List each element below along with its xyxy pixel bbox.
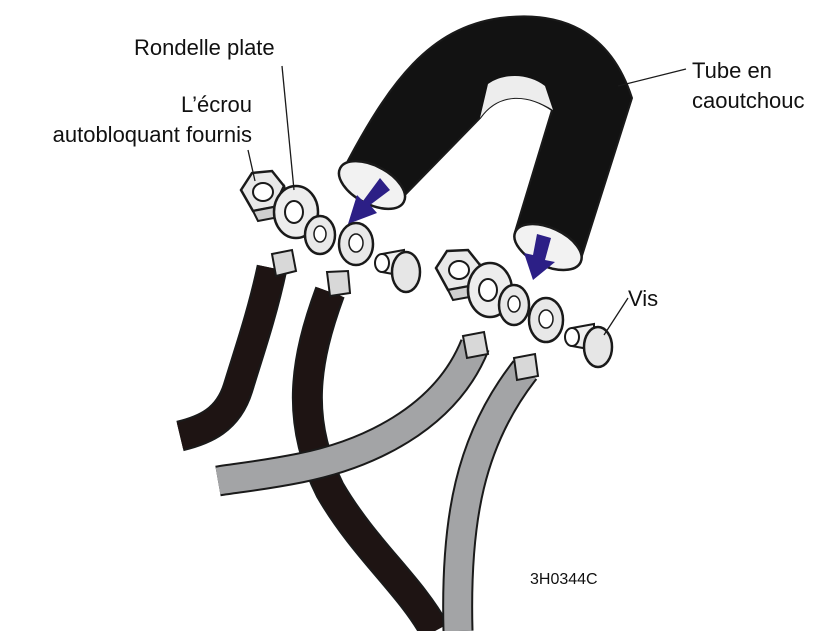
cables <box>180 268 525 631</box>
screw-label: Vis <box>628 286 658 311</box>
nut-label-line1: L’écrou <box>181 92 252 117</box>
figure-code: 3H0344C <box>530 571 598 588</box>
black-cable-left <box>180 268 272 436</box>
nut-label-line2: autobloquant fournis <box>53 122 252 147</box>
screw-right <box>565 324 612 367</box>
rubber-tube <box>331 16 632 279</box>
leader-washer <box>282 66 294 190</box>
leader-tube <box>618 69 686 86</box>
screw-left <box>375 250 420 292</box>
tube-label-line2: caoutchouc <box>692 88 805 113</box>
tube-label-line1: Tube en <box>692 58 772 83</box>
washer-label: Rondelle plate <box>134 35 275 60</box>
rubber-tube-body <box>343 16 632 262</box>
leader-screw <box>604 298 628 335</box>
